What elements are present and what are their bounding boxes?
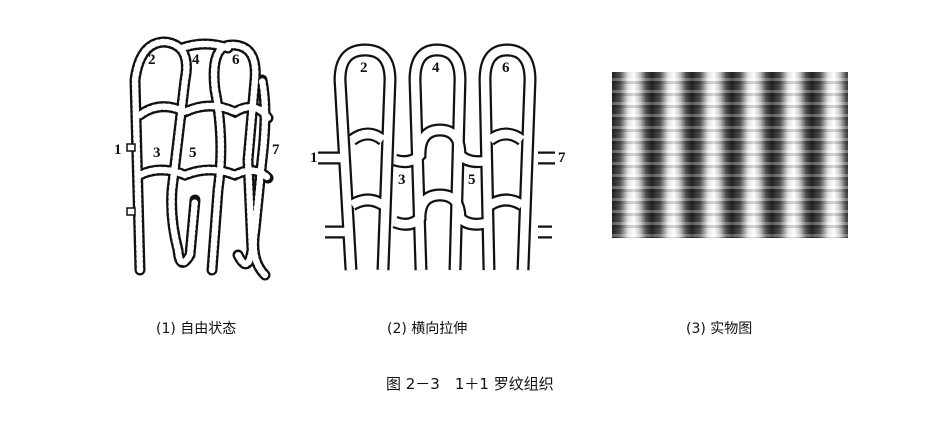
loop-label: 2 bbox=[360, 60, 368, 76]
free-state-diagram bbox=[126, 36, 274, 281]
loop-label: 3 bbox=[398, 172, 406, 188]
loop-label: 5 bbox=[468, 172, 476, 188]
yarn-label: 7 bbox=[558, 150, 566, 166]
stretched-diagram bbox=[318, 43, 555, 271]
loop-label: 6 bbox=[502, 60, 510, 76]
loop-label: 4 bbox=[432, 60, 440, 76]
caption-photo: (3) 实物图 bbox=[686, 321, 753, 337]
caption-stretched: (2) 横向拉伸 bbox=[387, 321, 468, 337]
loop-label: 5 bbox=[189, 145, 197, 161]
figure-title: 图 2－3 1＋1 罗纹组织 bbox=[386, 375, 554, 393]
yarn-label: 1 bbox=[310, 150, 318, 166]
loop-label: 3 bbox=[153, 145, 161, 161]
loop-label: 2 bbox=[148, 52, 156, 68]
caption-free-state: (1) 自由状态 bbox=[156, 321, 237, 337]
yarn-label: 7 bbox=[272, 142, 280, 158]
loop-label: 6 bbox=[232, 52, 240, 68]
rib-fabric-photo bbox=[612, 72, 848, 238]
yarn-label: 1 bbox=[114, 142, 122, 158]
loop-label: 4 bbox=[192, 52, 200, 68]
